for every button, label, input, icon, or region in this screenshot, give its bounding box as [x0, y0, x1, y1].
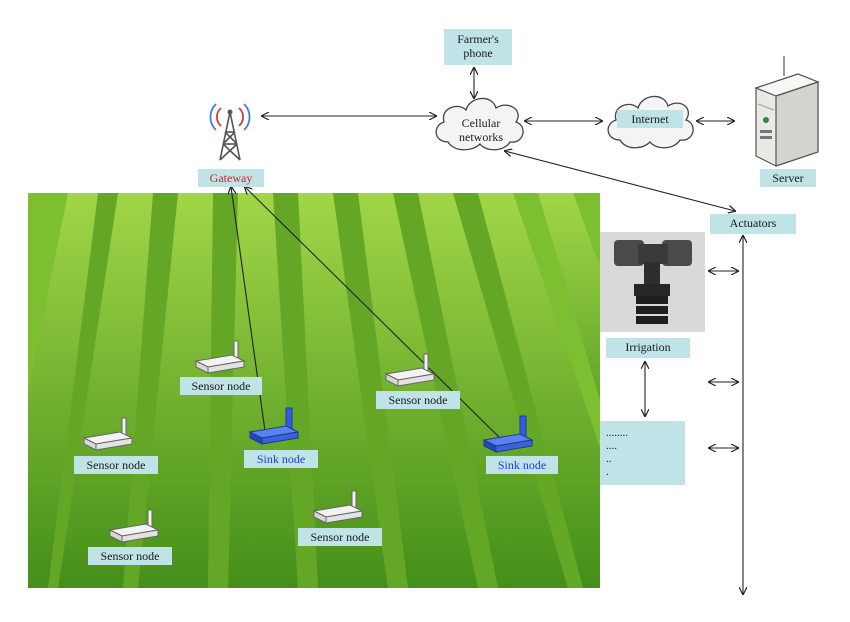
sensor-node-label-3: Sensor node	[74, 456, 158, 474]
irrigation-valve-image	[600, 232, 705, 332]
sensor-node-label-5: Sensor node	[298, 528, 382, 546]
sink-node-device-icon	[248, 407, 300, 445]
actuators-label: Actuators	[710, 214, 796, 234]
other-actuators-list: ........ .... .. .	[600, 421, 685, 485]
list-line-2: ....	[606, 440, 617, 452]
antenna-tower-icon	[209, 103, 251, 161]
server-label: Server	[760, 169, 816, 187]
cellular-networks-label: Cellular networks	[459, 116, 503, 144]
sink-node-label-2: Sink node	[486, 456, 558, 474]
list-line-1: ........	[606, 427, 628, 439]
sensor-node-label-2: Sensor node	[376, 391, 460, 409]
sensor-node-label-4: Sensor node	[88, 547, 172, 565]
crop-field-photo	[28, 193, 600, 588]
server-icon	[754, 56, 820, 167]
cellular-actuators-link	[505, 151, 735, 211]
sink-node-device-icon	[482, 415, 534, 453]
sensor-node-device-icon	[312, 490, 364, 524]
list-line-3: ..	[606, 453, 612, 465]
sensor-node-device-icon	[384, 353, 436, 387]
sensor-node-device-icon	[82, 417, 134, 451]
gateway-label: Gateway	[198, 169, 264, 187]
sink-node-label-1: Sink node	[244, 450, 318, 468]
sink2-gateway-link	[245, 187, 503, 441]
sensor-node-label-1: Sensor node	[180, 377, 262, 395]
irrigation-label: Irrigation	[606, 338, 690, 358]
crop-rows-illustration	[28, 193, 600, 588]
list-line-4: .	[606, 466, 609, 478]
sensor-node-device-icon	[108, 509, 160, 543]
internet-label: Internet	[617, 110, 683, 128]
sensor-node-device-icon	[194, 340, 246, 374]
cellular-cloud-icon	[435, 97, 524, 151]
farmers-phone-label: Farmer's phone	[444, 29, 512, 65]
